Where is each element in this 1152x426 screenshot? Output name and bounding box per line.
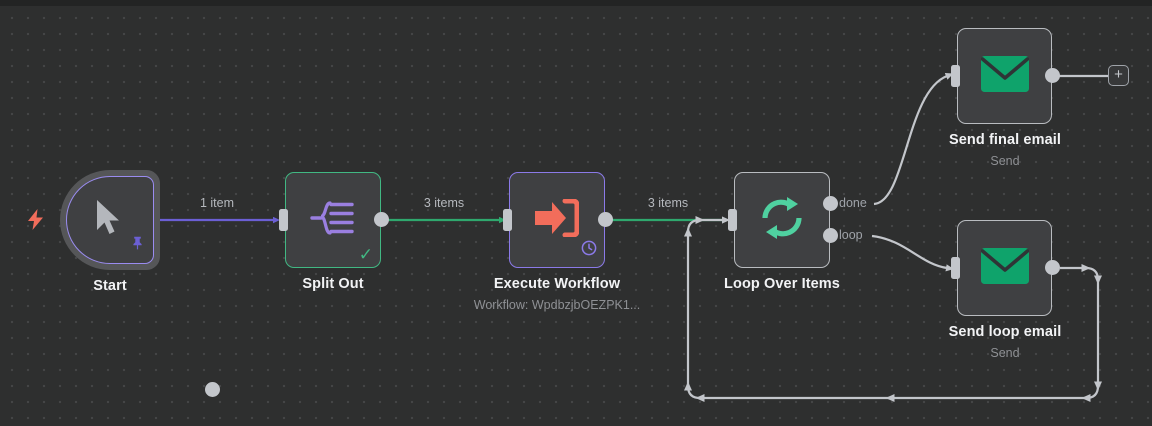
- node-split-out[interactable]: ✓ Split Out: [279, 172, 389, 292]
- envelope-icon: [980, 247, 1029, 289]
- node-send-final-email-subtitle: Send: [990, 154, 1020, 168]
- node-execute-workflow-subtitle: Workflow: WpdbzjbOEZPK1...: [473, 298, 641, 312]
- node-send-loop-email-label: Send loop email: [948, 324, 1062, 340]
- port-in-send-loop-email[interactable]: [951, 257, 960, 279]
- node-execute-workflow-label: Execute Workflow: [493, 276, 621, 292]
- node-send-final-email-body[interactable]: [957, 28, 1052, 124]
- port-in-send-final-email[interactable]: [951, 65, 960, 87]
- port-label-loop: loop: [839, 228, 863, 242]
- loop-refresh-icon: [757, 194, 807, 247]
- node-send-loop-email[interactable]: Send loop email Send: [949, 220, 1061, 360]
- pin-icon: [131, 236, 144, 255]
- node-send-loop-email-subtitle: Send: [990, 346, 1020, 360]
- port-out-split-out[interactable]: [374, 212, 389, 227]
- check-icon: ✓: [358, 245, 373, 264]
- split-out-icon: [310, 198, 356, 243]
- node-send-final-email[interactable]: Send final email Send: [949, 28, 1061, 168]
- port-label-done: done: [839, 196, 867, 210]
- envelope-icon: [980, 55, 1029, 97]
- canvas-top-edge: [0, 0, 1152, 6]
- edge-label-split-execute: 3 items: [423, 196, 465, 210]
- node-send-loop-email-body[interactable]: [957, 220, 1052, 316]
- node-loop-over-items-label: Loop Over Items: [724, 276, 840, 292]
- add-node-button[interactable]: +: [1108, 65, 1129, 86]
- node-loop-over-items-body[interactable]: [734, 172, 830, 268]
- node-start-label: Start: [93, 278, 127, 294]
- node-execute-workflow[interactable]: Execute Workflow Workflow: WpdbzjbOEZPK1…: [474, 172, 640, 312]
- port-out-loop-loop[interactable]: [823, 228, 838, 243]
- node-start-body[interactable]: [66, 176, 154, 264]
- node-send-final-email-label: Send final email: [949, 132, 1061, 148]
- node-start[interactable]: Start: [60, 170, 220, 397]
- edge-label-execute-loop: 3 items: [647, 196, 689, 210]
- clock-icon: [581, 240, 597, 261]
- node-execute-workflow-body[interactable]: [509, 172, 605, 268]
- execute-workflow-arrow-icon: [535, 198, 580, 242]
- port-in-split-out[interactable]: [279, 209, 288, 231]
- port-out-loop-done[interactable]: [823, 196, 838, 211]
- port-out-send-final-email[interactable]: [1045, 68, 1060, 83]
- port-in-loop-over-items[interactable]: [728, 209, 737, 231]
- port-out-start[interactable]: [205, 382, 220, 397]
- lightning-bolt-icon: [27, 209, 44, 235]
- node-split-out-body[interactable]: ✓: [285, 172, 381, 268]
- edge-done-to-send-final-email: [873, 73, 954, 206]
- node-loop-over-items[interactable]: Loop Over Items: [724, 172, 840, 292]
- edge-label-start-split: 1 item: [199, 196, 235, 210]
- node-split-out-label: Split Out: [302, 276, 364, 292]
- cursor-pointer-icon: [93, 198, 127, 243]
- port-out-send-loop-email[interactable]: [1045, 260, 1060, 275]
- port-in-execute-workflow[interactable]: [503, 209, 512, 231]
- port-out-execute-workflow[interactable]: [598, 212, 613, 227]
